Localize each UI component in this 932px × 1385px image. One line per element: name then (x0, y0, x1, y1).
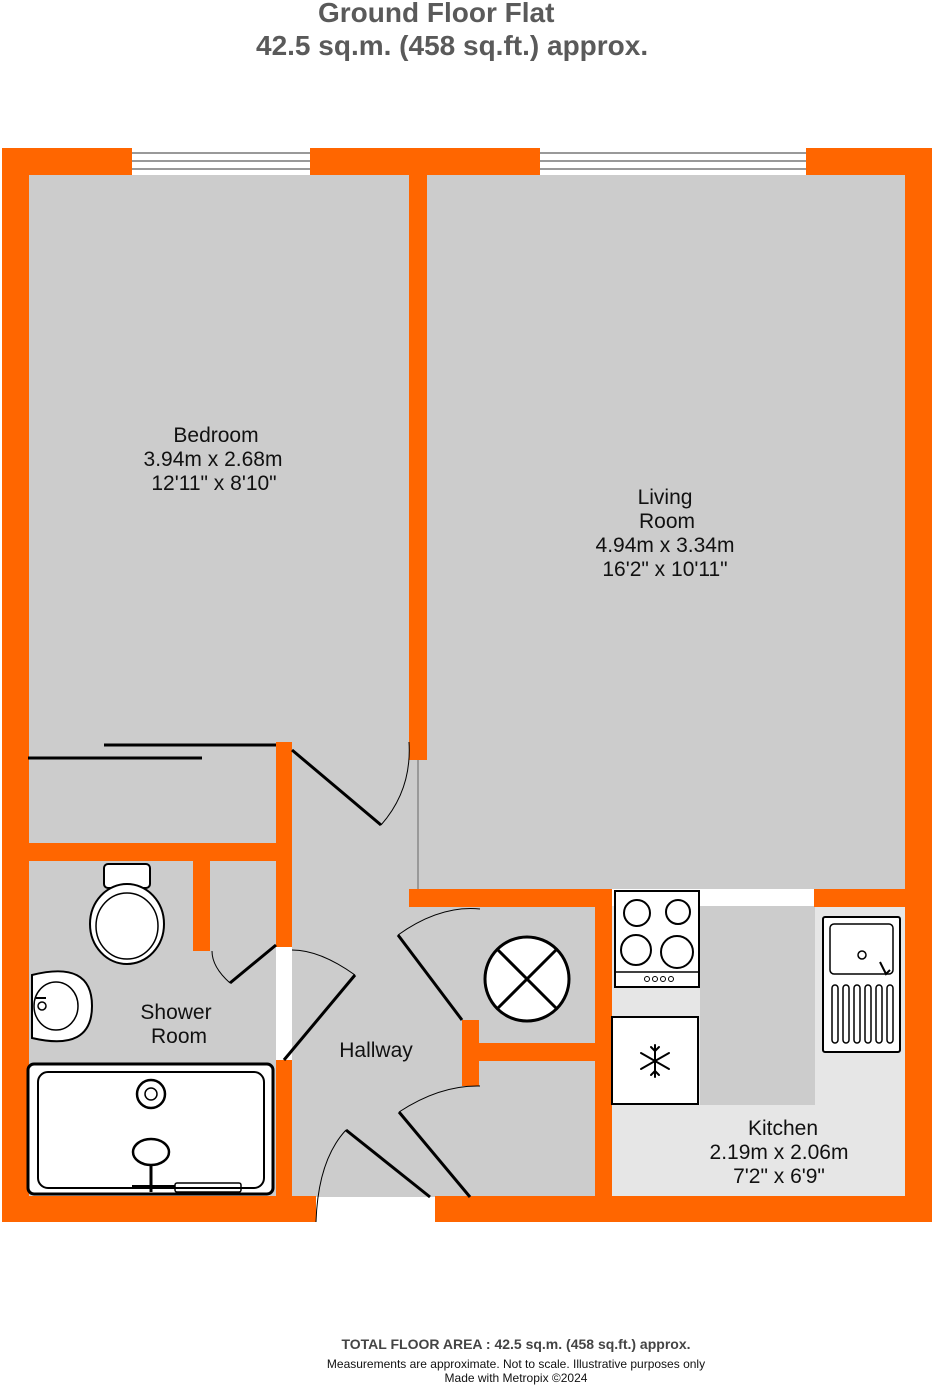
shower-room-door-2 (282, 974, 357, 1061)
disclaimer: Measurements are approximate. Not to sca… (326, 1357, 706, 1371)
living-room-imperial: 16'2" x 10'11" (602, 558, 727, 581)
bedroom-window (132, 148, 310, 175)
toilet-icon (89, 863, 165, 965)
living-room-metric: 4.94m x 3.34m (596, 534, 735, 557)
basin-icon (31, 970, 94, 1043)
living-room-label-1: Living (638, 486, 693, 509)
boiler-icon (483, 935, 571, 1023)
living-room-label-2: Room (639, 510, 695, 533)
bedroom-metric: 3.94m x 2.68m (144, 448, 283, 471)
kitchen-label: Kitchen (748, 1117, 818, 1140)
wardrobe-doors (28, 743, 276, 760)
walls (2, 148, 932, 1222)
bedroom-imperial: 12'11" x 8'10" (151, 472, 276, 495)
living-room-window (540, 148, 806, 175)
fridge-icon (611, 1016, 699, 1105)
plan-area: 42.5 sq.m. (458 sq.ft.) approx. (256, 30, 649, 61)
shower-room-label-2: Room (151, 1025, 207, 1048)
shower-room-door (229, 943, 277, 985)
hallway-label: Hallway (339, 1039, 413, 1062)
entrance-door (345, 1128, 431, 1199)
plan-title: Ground Floor Flat (318, 0, 555, 28)
kitchen-imperial: 7'2" x 6'9" (733, 1165, 825, 1188)
total-floor-area: TOTAL FLOOR AREA : 42.5 sq.m. (458 sq.ft… (341, 1336, 691, 1352)
cupboard-door-2 (397, 1111, 472, 1198)
bedroom-door (291, 748, 382, 827)
sink-icon (822, 916, 901, 1053)
kitchen-metric: 2.19m x 2.06m (710, 1141, 849, 1164)
shower-room-label-1: Shower (140, 1001, 211, 1024)
hob-icon (614, 890, 700, 988)
shower-tray-icon (26, 1062, 275, 1196)
cupboard-door (396, 934, 464, 1021)
bedroom-label: Bedroom (173, 424, 258, 447)
credit: Made with Metropix ©2024 (444, 1371, 588, 1385)
kitchen-walkway-floor (700, 906, 815, 1105)
doors (211, 741, 481, 1223)
bedroom-floor (28, 175, 410, 843)
